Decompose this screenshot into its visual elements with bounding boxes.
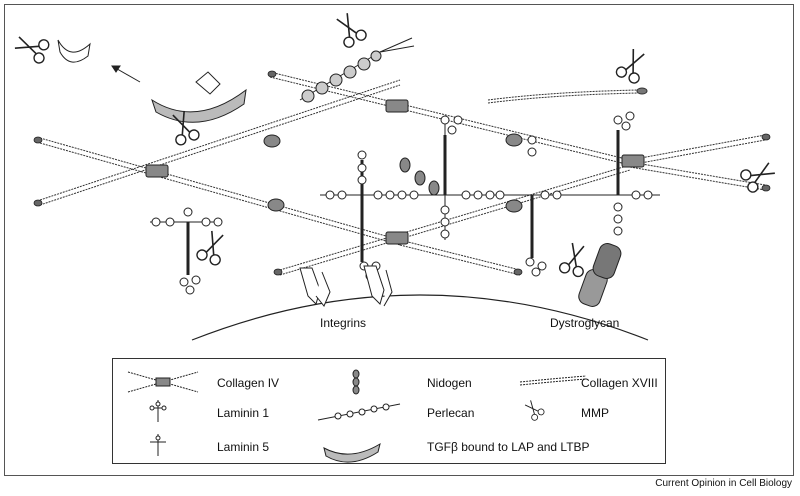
legend-collagen-xviii: Collagen XVIII bbox=[581, 376, 658, 390]
collagen-xviii bbox=[487, 87, 648, 104]
collagen-iv-ends bbox=[33, 70, 771, 276]
dystroglycan-receptor bbox=[578, 243, 622, 307]
legend-perlecan: Perlecan bbox=[427, 406, 475, 420]
figure-frame bbox=[4, 4, 794, 476]
legend-laminin-5: Laminin 5 bbox=[217, 440, 270, 454]
figure-credit: Current Opinion in Cell Biology bbox=[655, 478, 792, 489]
legend-box: Collagen IV Laminin 1 Laminin 5 Nidogen … bbox=[112, 358, 666, 464]
integrin-receptors bbox=[299, 265, 393, 307]
cell-membrane bbox=[191, 294, 649, 341]
nidogen bbox=[399, 157, 440, 196]
tgfb-complex bbox=[57, 39, 247, 123]
label-integrins: Integrins bbox=[320, 316, 367, 330]
legend-laminin-1: Laminin 1 bbox=[217, 406, 270, 420]
label-dystroglycan: Dystroglycan bbox=[550, 316, 620, 330]
perlecan bbox=[299, 37, 415, 103]
collagen-iv-nodes bbox=[145, 99, 645, 245]
legend-tgfb: TGFβ bound to LAP and LTBP bbox=[427, 440, 590, 454]
legend-symbols bbox=[127, 369, 587, 463]
laminin-beads bbox=[151, 111, 653, 295]
legend-collagen-iv: Collagen IV bbox=[217, 376, 280, 390]
legend-mmp: MMP bbox=[581, 406, 609, 420]
collagen-iv-network bbox=[39, 71, 766, 276]
legend-nidogen: Nidogen bbox=[427, 376, 472, 390]
laminin-network bbox=[150, 111, 660, 295]
